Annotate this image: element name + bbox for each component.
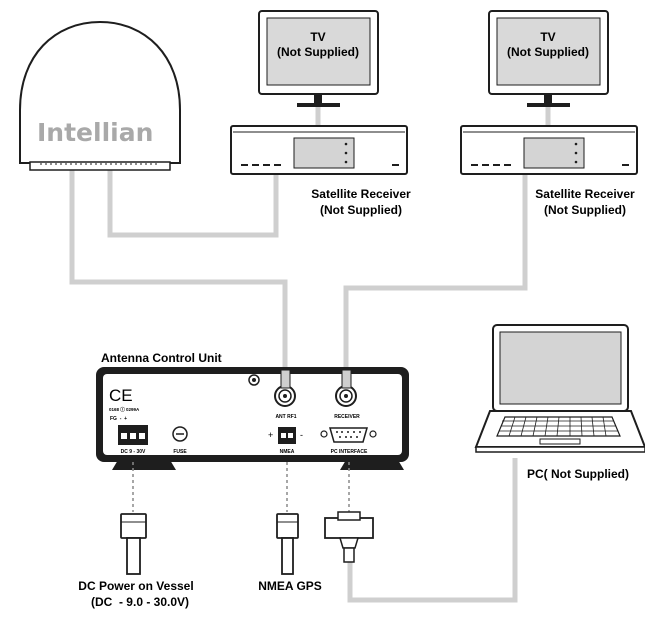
- nmea-gps-plug: [276, 513, 299, 575]
- nmea-plus: +: [268, 430, 273, 440]
- satellite-receiver-left: [230, 125, 408, 175]
- tv-right-label-line1: TV: [540, 30, 555, 44]
- nmea-terminal: [278, 427, 296, 444]
- tv-left-label-line2: (Not Supplied): [277, 45, 359, 59]
- nmea-port-label: NMEA: [280, 449, 295, 455]
- fuse-holder: [172, 426, 188, 442]
- fuse-label: FUSE: [173, 449, 187, 455]
- cable-receiver-right-to-acu-receiver: [343, 175, 528, 378]
- laptop-keyboard: [499, 416, 618, 437]
- tv-right-label-line2: (Not Supplied): [507, 45, 589, 59]
- cable-antenna-to-ant-rf1: [69, 170, 288, 378]
- cable-pc-to-serial: [347, 458, 518, 603]
- ant-rf1-connector: [274, 385, 296, 407]
- ce-mark: CE: [109, 386, 133, 405]
- receiver-left-label-line1: Satellite Receiver: [311, 187, 411, 201]
- dc-polarity: FG - +: [110, 416, 127, 422]
- antenna-brand-logo: Intellian: [37, 118, 153, 147]
- receiver-port-label: RECEIVER: [334, 414, 360, 420]
- tv-left-label-line1: TV: [310, 30, 325, 44]
- pc-interface-port: [320, 427, 377, 443]
- tv-right: TV (Not Supplied): [488, 10, 609, 107]
- receiver-connector: [335, 385, 357, 407]
- dc-port-label: DC 9 - 30V: [121, 449, 146, 455]
- ce-code: 0168 ⓘ 0299A: [109, 406, 140, 413]
- nmea-minus: -: [300, 430, 303, 440]
- antenna-control-unit: CE 0168 ⓘ 0299A FG - + DC 9 - 30V FUSE A…: [96, 367, 409, 470]
- nmea-gps-label: NMEA GPS: [258, 579, 322, 593]
- dc-power-terminal: [118, 425, 148, 445]
- pc-interface-label: PC INTERFACE: [331, 449, 368, 455]
- antenna-radome: Intellian: [19, 20, 181, 171]
- serial-plug: [324, 511, 374, 563]
- dc-power-label-line1: DC Power on Vessel: [78, 579, 193, 593]
- dc-power-label-line2: (DC - 9.0 - 30.0V): [91, 595, 189, 609]
- pc-label: PC( Not Supplied): [527, 467, 629, 481]
- acu-title: Antenna Control Unit: [101, 351, 222, 365]
- tv-left: TV (Not Supplied): [258, 10, 379, 107]
- dc-power-plug: [120, 513, 147, 575]
- receiver-right-label-line2: (Not Supplied): [544, 203, 626, 217]
- receiver-right-label-line1: Satellite Receiver: [535, 187, 635, 201]
- laptop-pc: [474, 324, 645, 453]
- receiver-left-label-line2: (Not Supplied): [320, 203, 402, 217]
- cable-antenna-to-receiver-left: [107, 170, 279, 238]
- satellite-receiver-right: [460, 125, 638, 175]
- ant-rf1-label: ANT RF1: [275, 414, 296, 420]
